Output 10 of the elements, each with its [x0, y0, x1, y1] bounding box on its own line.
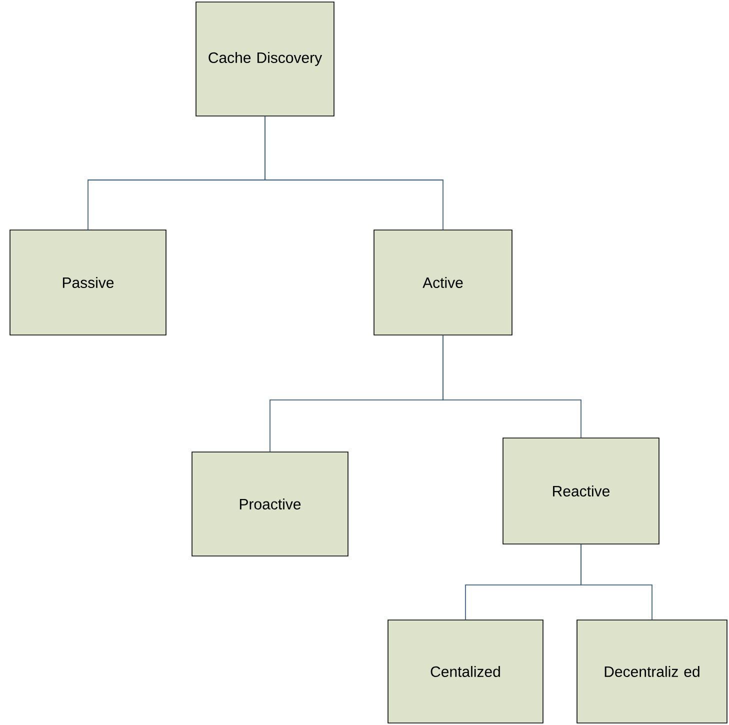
category-box: Reactive — [502, 438, 660, 544]
category-box: Active — [374, 230, 512, 336]
category-box: Passive — [10, 230, 166, 336]
category-box: Cache Discovery — [196, 2, 334, 116]
connector-line — [580, 544, 652, 620]
category-box: Proactive — [192, 452, 348, 556]
connector-line — [442, 334, 582, 438]
category-box: Decentraliz ed — [576, 620, 728, 724]
connector-line — [264, 116, 444, 230]
category-box: Centalized — [388, 620, 544, 724]
